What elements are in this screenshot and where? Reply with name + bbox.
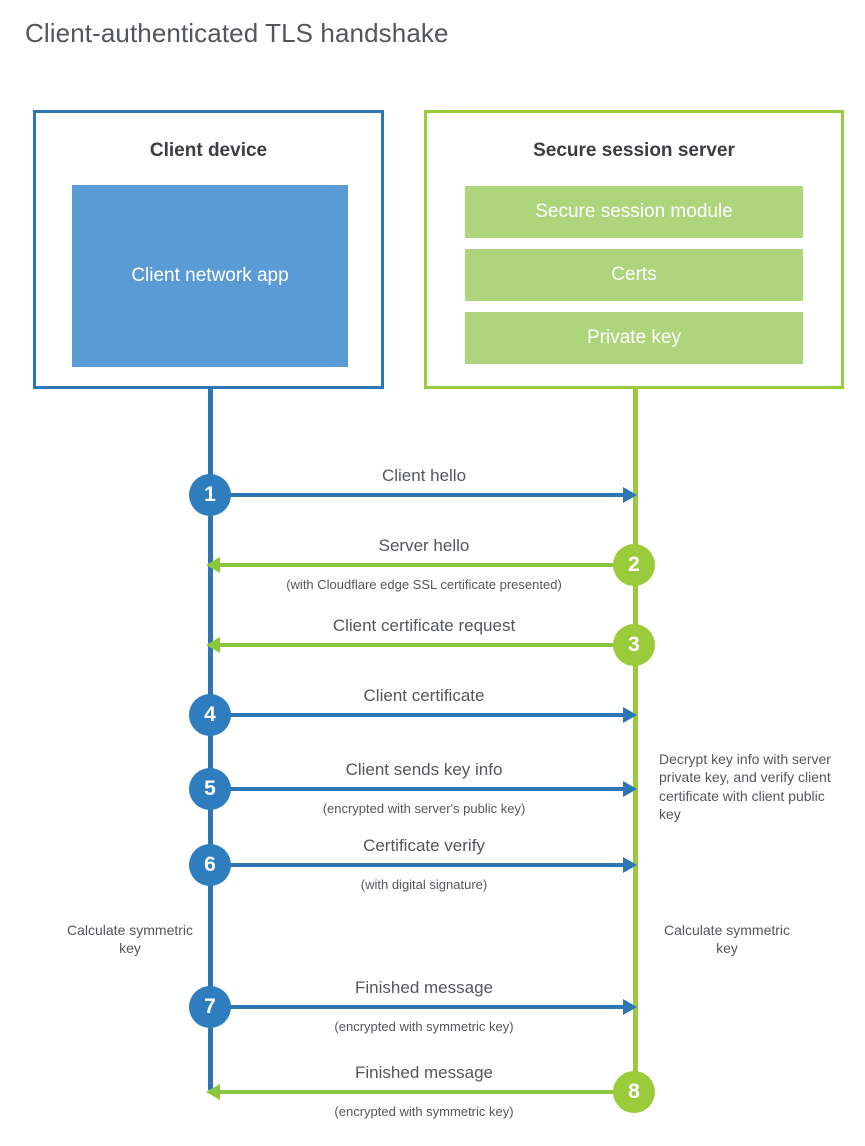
message-3-label: Client certificate request [332, 616, 516, 635]
client-device-title: Client device [149, 140, 268, 161]
step-badge-8: 8 [613, 1071, 655, 1113]
server-lifeline [633, 389, 638, 1090]
client-lifeline [208, 389, 213, 1090]
secure-session-module-block: Secure session module [465, 186, 803, 238]
message-4-label: Client certificate [363, 686, 485, 705]
message-8-arrow-line [214, 1090, 633, 1094]
message-6-arrow-head [623, 857, 637, 873]
message-2-label: Server hello [378, 536, 470, 555]
message-1-label: Client hello [381, 466, 467, 485]
message-7-sublabel: (encrypted with symmetric key) [334, 1019, 514, 1034]
message-7-label: Finished message [355, 978, 493, 997]
step-badge-3: 3 [613, 624, 655, 666]
message-7-arrow-head [623, 999, 637, 1015]
message-2-arrow-line [214, 563, 633, 567]
certs-block: Certs [465, 249, 803, 301]
message-4-arrow-head [623, 707, 637, 723]
message-5-label: Client sends key info [345, 760, 503, 779]
message-3-arrow-line [214, 643, 633, 647]
message-5-sublabel: (encrypted with server's public key) [322, 801, 526, 816]
secure-session-server-title: Secure session server [533, 140, 735, 161]
client-network-app-block: Client network app [72, 185, 348, 367]
message-5-arrow-head [623, 781, 637, 797]
step-badge-1: 1 [189, 474, 231, 516]
step-badge-6: 6 [189, 844, 231, 886]
step-badge-4: 4 [189, 694, 231, 736]
message-6-arrow-line [210, 863, 628, 867]
private-key-block: Private key [465, 312, 803, 364]
message-6-label: Certificate verify [363, 836, 485, 855]
message-8-arrow-head [206, 1084, 220, 1100]
message-8-sublabel: (encrypted with symmetric key) [334, 1104, 514, 1119]
message-4-arrow-line [210, 713, 628, 717]
calculate-symmetric-key-client: Calculate symmetric key [66, 922, 194, 957]
message-1-arrow-head [623, 487, 637, 503]
secure-session-server-box: Secure session server Secure session mod… [424, 110, 844, 389]
decrypt-annotation: Decrypt key info with server private key… [659, 751, 831, 823]
message-3-arrow-head [206, 637, 220, 653]
message-7-arrow-line [210, 1005, 628, 1009]
calculate-symmetric-key-server: Calculate symmetric key [663, 922, 791, 957]
step-badge-7: 7 [189, 986, 231, 1028]
message-2-arrow-head [206, 557, 220, 573]
message-8-label: Finished message [355, 1063, 493, 1082]
page-title: Client-authenticated TLS handshake [25, 18, 449, 48]
client-device-box: Client device Client network app [33, 110, 384, 389]
message-5-arrow-line [210, 787, 628, 791]
message-2-sublabel: (with Cloudflare edge SSL certificate pr… [286, 577, 562, 592]
step-badge-2: 2 [613, 544, 655, 586]
message-1-arrow-line [210, 493, 628, 497]
message-6-sublabel: (with digital signature) [360, 877, 488, 892]
step-badge-5: 5 [189, 768, 231, 810]
